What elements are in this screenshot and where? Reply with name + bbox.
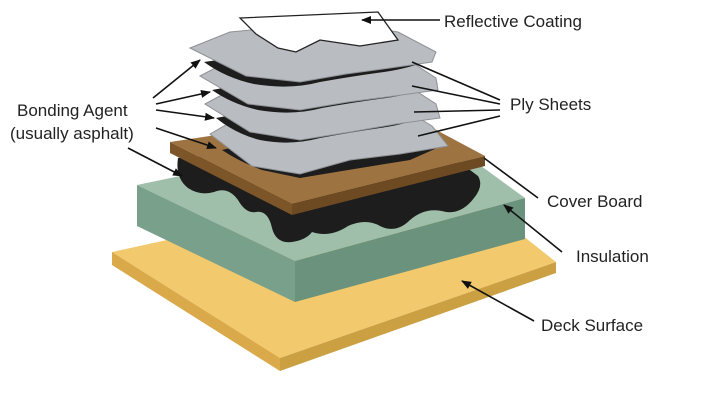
cover-board-side-right (292, 156, 485, 215)
label-cover-board: Cover Board (547, 192, 642, 211)
cover-board-side-front (170, 142, 292, 215)
pointer-ply-sheet-1 (411, 61, 501, 101)
insulation-side-right (295, 198, 525, 302)
label-bonding-agent-note: (usually asphalt) (10, 124, 134, 143)
pointer-deck-surface (461, 280, 535, 322)
label-reflective-coating: Reflective Coating (444, 12, 582, 31)
pointer-cover-board (483, 157, 539, 199)
pointer-ply-sheet-2 (411, 85, 501, 105)
pointer-bonding-5 (127, 147, 183, 177)
pointer-ply-sheet-4 (417, 115, 501, 137)
deck-side-front (112, 252, 280, 371)
deck-side-right (280, 262, 556, 371)
pointer-lines (127, 16, 563, 322)
insulation-side-front (137, 185, 295, 302)
pointer-bonding-4 (155, 127, 217, 149)
label-deck-surface: Deck Surface (541, 316, 643, 335)
pointer-ply-sheet-3 (413, 109, 501, 113)
label-bonding-agent: Bonding Agent (17, 101, 128, 120)
label-insulation: Insulation (576, 247, 649, 266)
reflective-coating-sheet (238, 11, 400, 53)
pointer-bonding-2 (155, 90, 211, 105)
pointer-bonding-3 (155, 109, 215, 121)
pointer-bonding-1 (152, 59, 201, 99)
label-ply-sheets: Ply Sheets (510, 95, 591, 114)
pointer-insulation (503, 204, 563, 253)
